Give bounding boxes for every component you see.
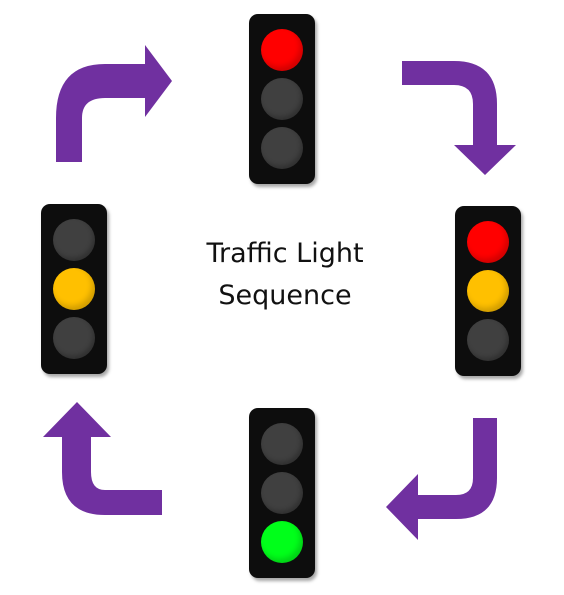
red-lamp [53, 219, 95, 261]
green-lamp [53, 317, 95, 359]
red-lamp [261, 29, 303, 71]
traffic-light-top [249, 14, 315, 184]
arrow-top-left [56, 45, 172, 162]
green-lamp [261, 521, 303, 563]
diagram-title: Traffic Light Sequence [150, 233, 420, 317]
green-lamp [261, 127, 303, 169]
red-lamp [467, 221, 509, 263]
arrow-bottom-right [386, 418, 497, 540]
title-line-2: Sequence [218, 280, 352, 311]
traffic-light-bottom [249, 408, 315, 578]
traffic-light-left [41, 204, 107, 374]
amber-lamp [53, 268, 95, 310]
traffic-light-right [455, 206, 521, 376]
arrow-bottom-left [43, 402, 162, 515]
red-lamp [261, 423, 303, 465]
amber-lamp [261, 78, 303, 120]
amber-lamp [467, 270, 509, 312]
title-line-1: Traffic Light [206, 238, 364, 269]
amber-lamp [261, 472, 303, 514]
arrow-top-right [402, 61, 516, 175]
green-lamp [467, 319, 509, 361]
